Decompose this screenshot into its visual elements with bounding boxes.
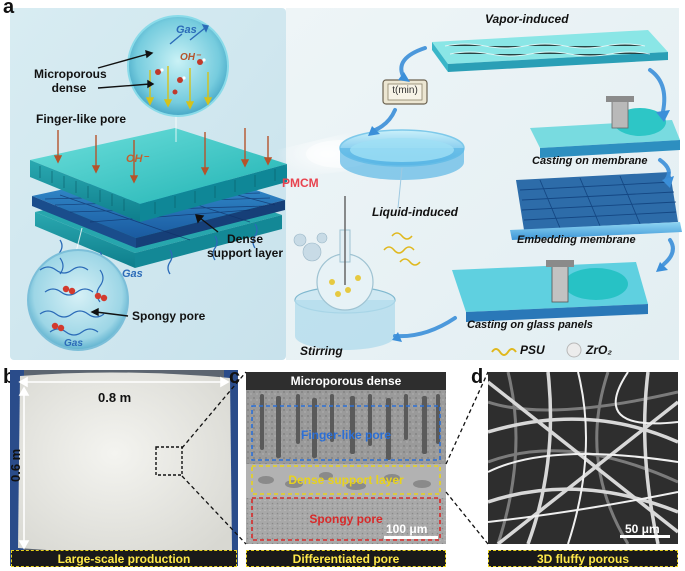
panel-b-width-label: 0.8 m	[98, 390, 132, 405]
panel-d-letter: d	[471, 366, 484, 388]
label-vapor-induced: Vapor-induced	[485, 12, 569, 26]
label-casting-on-glass: Casting on glass panels	[467, 319, 593, 331]
panel-c-scale-label: 100 μm	[386, 522, 428, 536]
label-embedding-membrane: Embedding membrane	[517, 234, 636, 246]
legend-psu: PSU	[520, 343, 545, 357]
panel-c-letter: c	[229, 366, 241, 388]
label-finger-like-pore: Finger-like pore	[36, 112, 127, 126]
label-pmcm: PMCM	[282, 176, 319, 190]
panel-c-sem: Microporous dense Finger-like pore Dense…	[246, 372, 446, 544]
label-gas-bubble-bottom: Gas	[64, 338, 83, 349]
panel-a-letter: a	[3, 0, 15, 18]
panel-c-dense-label: Dense support layer	[288, 473, 404, 487]
panel-d-sem: 50 μm	[488, 372, 678, 544]
label-timer: t(min)	[392, 85, 418, 96]
panel-b-height-label: 0.6 m	[10, 449, 23, 482]
label-spongy-pore: Spongy pore	[132, 309, 206, 323]
label-dense-support-layer: Dense support layer	[206, 232, 284, 260]
label-microporous-dense: Microporous dense	[34, 67, 107, 95]
label-oh-surface: OH⁻	[126, 153, 149, 165]
label-oh-bubble: OH⁻	[180, 52, 201, 63]
label-casting-on-membrane: Casting on membrane	[532, 155, 648, 167]
panel-c-top-label: Microporous dense	[290, 374, 402, 388]
panel-c-finger-label: Finger-like pore	[300, 428, 392, 442]
panel-c-spongy-label: Spongy pore	[309, 512, 383, 526]
panel-d-scale-label: 50 μm	[625, 522, 660, 536]
label-gas-side: Gas	[122, 268, 143, 280]
panel-d-caption: 3D fluffy porous	[488, 550, 678, 567]
panel-b-photo: 0.8 m 0.6 m	[10, 370, 238, 566]
panel-a	[10, 8, 682, 360]
legend-zro2: ZrO₂	[586, 343, 612, 357]
label-gas-top: Gas	[176, 24, 197, 36]
label-stirring: Stirring	[300, 344, 343, 358]
panel-b-caption: Large-scale production	[11, 550, 237, 567]
panel-a-illustration	[10, 8, 682, 360]
label-liquid-induced: Liquid-induced	[372, 205, 458, 219]
panel-c-caption: Differentiated pore	[246, 550, 446, 567]
